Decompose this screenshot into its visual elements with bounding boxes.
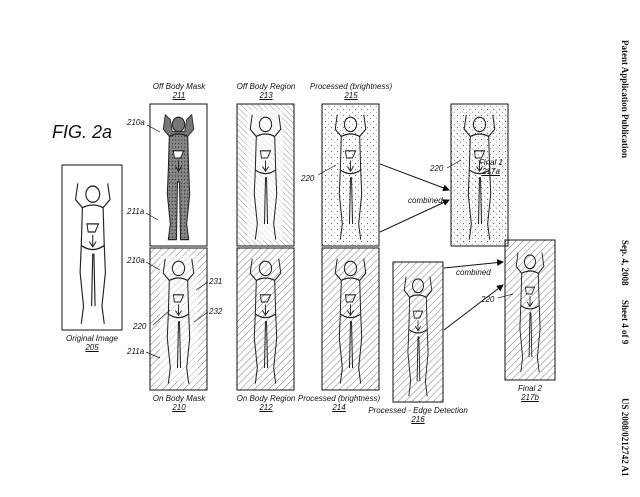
panel-off-body-region xyxy=(236,103,295,247)
ref-210a-bot: 210a xyxy=(127,256,145,265)
arrow-top-to-final1 xyxy=(379,163,450,192)
panel-final2 xyxy=(504,239,556,381)
ref-220-final2: 220 xyxy=(481,295,495,304)
publication-number: US 2008/0212742 A1 xyxy=(620,397,630,477)
ref-210a-top: 210a xyxy=(127,118,145,127)
ref-211a-top: 211a xyxy=(127,207,145,216)
panel-on-body-mask xyxy=(149,247,208,391)
publication-date: Sep. 4, 2008 xyxy=(620,240,630,286)
ref-220-mask: 220 xyxy=(133,322,147,331)
arrow-processed-to-final1 xyxy=(379,199,450,233)
ref-220-final1: 220 xyxy=(430,164,444,173)
arrow-edge-to-final2 xyxy=(443,284,504,331)
patent-header: Patent Application Publication Sep. 4, 2… xyxy=(620,40,630,476)
sheet-label: Sheet 4 of 9 xyxy=(620,299,630,344)
arrow-final1-to-final2 xyxy=(443,259,504,269)
panel-off-body-mask xyxy=(149,103,208,247)
leader-lines xyxy=(145,124,514,359)
panel-processed-bottom xyxy=(321,247,380,391)
panel-edge-detection xyxy=(392,261,444,403)
figure-title: FIG. 2a xyxy=(52,122,113,142)
label-processed-top: Processed (brightness)215 xyxy=(309,82,393,100)
panel-processed-top xyxy=(321,103,380,247)
panel-on-body-region xyxy=(236,247,295,391)
ref-220-processed: 220 xyxy=(301,174,315,183)
panel-original xyxy=(61,164,123,331)
ref-211a-bot: 211a xyxy=(127,347,145,356)
ref-232: 232 xyxy=(209,307,223,316)
ref-231: 231 xyxy=(209,277,223,286)
label-processed-bottom: Processed (brightness)214 xyxy=(297,394,381,412)
combined-label-bottom: combined xyxy=(456,268,491,277)
panel-final1 xyxy=(450,103,509,247)
publication-label: Patent Application Publication xyxy=(620,40,630,159)
combined-label-top: combined xyxy=(408,196,443,205)
